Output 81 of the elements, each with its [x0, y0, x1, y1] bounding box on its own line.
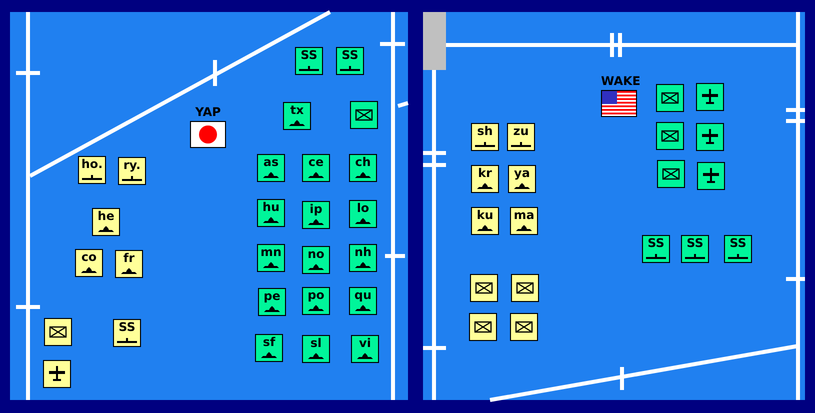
unit-counter	[508, 165, 536, 193]
unit-counter	[642, 235, 670, 263]
unit-code: zu	[513, 125, 529, 138]
unit-counter	[336, 47, 364, 75]
unit-code: nh	[354, 246, 372, 259]
unit-code: SS	[118, 321, 136, 334]
unit-code: ch	[355, 156, 371, 169]
unit-counter	[258, 288, 286, 316]
unit-counter	[257, 199, 285, 227]
unit-counter	[350, 101, 378, 129]
unit-code: ho.	[81, 158, 103, 171]
unit-counter	[302, 287, 330, 315]
unit-counter	[113, 319, 141, 347]
unit-code: kr	[478, 167, 492, 180]
unit-counter	[349, 154, 377, 182]
unit-counter	[78, 156, 106, 184]
unit-code: SS	[648, 237, 664, 250]
unit-counter	[302, 154, 330, 182]
unit-counter	[507, 123, 535, 151]
unit-counter	[92, 208, 120, 236]
unit-code: sf	[262, 336, 276, 349]
unit-code: ce	[308, 156, 324, 169]
unit-code: sh	[477, 125, 493, 138]
unit-code: ku	[476, 209, 494, 222]
unit-counter	[349, 287, 377, 315]
unit-counter	[681, 235, 709, 263]
unit-counter	[255, 334, 283, 362]
unit-counter	[471, 123, 499, 151]
unit-counter	[697, 162, 725, 190]
unit-counter	[75, 249, 103, 277]
unit-code: as	[263, 156, 279, 169]
unit-counter	[471, 207, 499, 235]
unit-counter	[115, 250, 143, 278]
unit-counter	[696, 123, 724, 151]
unit-counter	[656, 122, 684, 150]
unit-code: sl	[310, 337, 322, 350]
unit-code: lo	[356, 202, 370, 215]
unit-counter	[302, 335, 330, 363]
unit-counter	[511, 274, 539, 302]
unit-code: co	[81, 251, 97, 264]
unit-code: SS	[686, 237, 704, 250]
unit-code: hu	[262, 201, 280, 214]
unit-counter	[43, 360, 71, 388]
unit-counter	[469, 313, 497, 341]
unit-code: he	[98, 210, 114, 223]
unit-code: ma	[514, 209, 534, 222]
unit-counter	[470, 274, 498, 302]
unit-counter	[656, 84, 684, 112]
unit-code: ry.	[123, 159, 141, 172]
unit-code: SS	[342, 49, 358, 62]
unit-counter	[696, 83, 724, 111]
unit-counter	[657, 160, 685, 188]
unit-code: vi	[359, 337, 371, 350]
unit-counter	[283, 102, 311, 130]
unit-counter	[349, 200, 377, 228]
unit-counter	[351, 335, 379, 363]
unit-code: fr	[123, 252, 135, 265]
unit-counter	[510, 313, 538, 341]
unit-counter	[724, 235, 752, 263]
unit-counter	[302, 246, 330, 274]
unit-code: ip	[310, 203, 322, 216]
unit-counter	[471, 165, 499, 193]
unit-counter	[510, 207, 538, 235]
unit-counter	[295, 47, 323, 75]
unit-code: SS	[730, 237, 746, 250]
unit-code: no	[308, 248, 324, 261]
unit-counter	[302, 201, 330, 229]
unit-counter	[118, 157, 146, 185]
unit-code: mn	[260, 246, 282, 259]
unit-counter	[257, 154, 285, 182]
unit-code: ya	[514, 167, 530, 180]
unit-counter	[257, 244, 285, 272]
unit-code: SS	[300, 49, 318, 62]
unit-counter	[44, 318, 72, 346]
place-name: WAKE	[601, 75, 640, 88]
unit-code: tx	[290, 104, 304, 117]
unit-code: po	[308, 289, 324, 302]
place-name: YAP	[195, 106, 221, 119]
unit-code: pe	[264, 290, 280, 303]
unit-code: qu	[354, 289, 372, 302]
unit-counter	[349, 244, 377, 272]
